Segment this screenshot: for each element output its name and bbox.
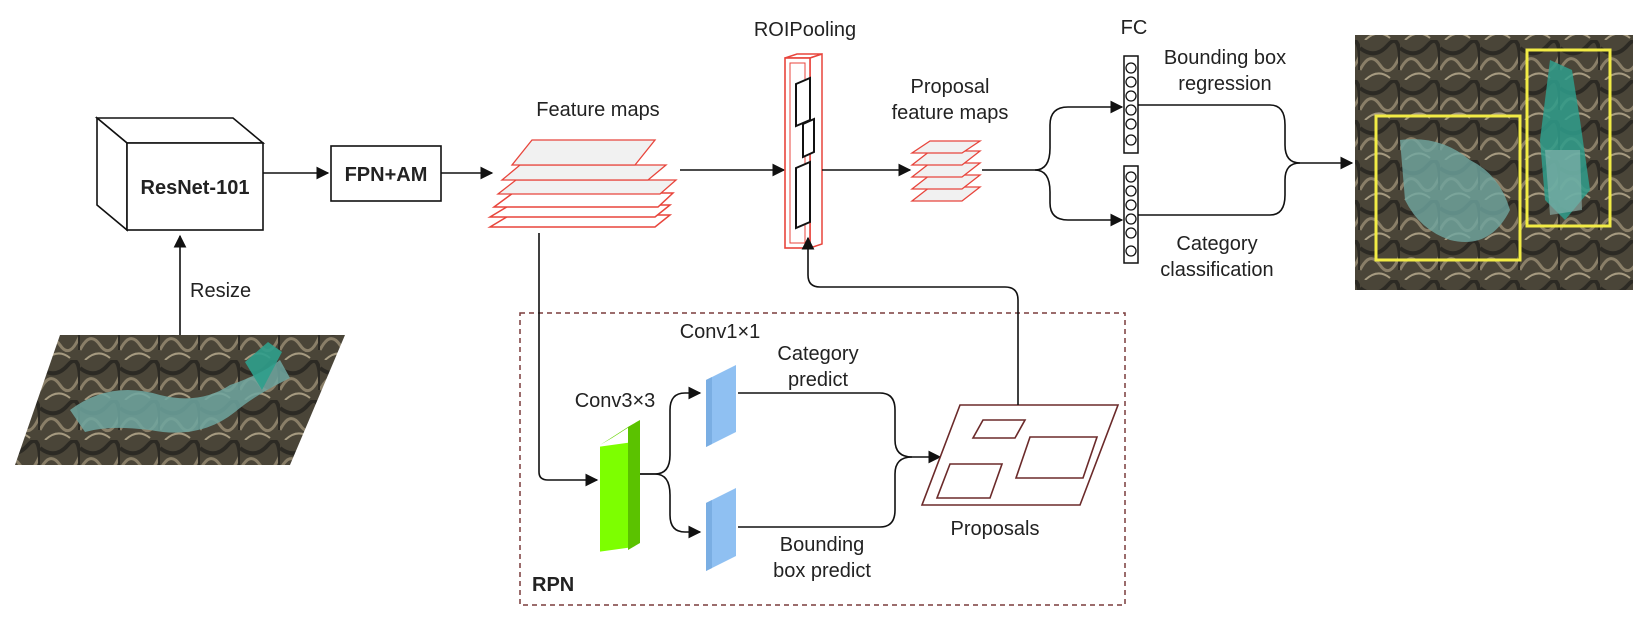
conv1x1-label: Conv1×1 bbox=[680, 321, 761, 343]
proposals-block bbox=[920, 404, 1120, 506]
fc-bottom-out-line bbox=[1138, 162, 1301, 216]
category-classification-label-line1: Category bbox=[1176, 233, 1257, 255]
roi-pooling-label: ROIPooling bbox=[754, 19, 856, 41]
fc-top-out-line bbox=[1138, 104, 1301, 164]
bbox-predict-label-line1: Bounding bbox=[780, 534, 865, 556]
proposals-to-roi-arrow bbox=[801, 236, 1019, 405]
input-satellite-image bbox=[15, 335, 345, 465]
fpn-am-block bbox=[330, 145, 442, 202]
to-conv1x1-top-arrow bbox=[640, 386, 702, 475]
to-fc-top-arrow bbox=[982, 100, 1124, 171]
category-to-proposals-arrow bbox=[738, 392, 942, 464]
rpn-label: RPN bbox=[532, 574, 574, 596]
detection-box-right bbox=[1525, 48, 1612, 228]
conv1x1-bottom-block bbox=[706, 488, 736, 571]
bbox-predict-label-line2: box predict bbox=[773, 560, 871, 582]
category-predict-label-line2: predict bbox=[788, 369, 848, 391]
detection-box-left bbox=[1374, 114, 1522, 262]
bbox-regression-label-line2: regression bbox=[1178, 73, 1271, 95]
resnet-label: ResNet-101 bbox=[141, 177, 250, 199]
to-conv1x1-bottom-arrow bbox=[640, 473, 702, 539]
output-detection-image bbox=[1355, 35, 1633, 290]
fpn-am-label: FPN+AM bbox=[345, 164, 428, 186]
bbox-regression-label-line1: Bounding box bbox=[1164, 47, 1286, 69]
fc-layer-bottom bbox=[1123, 165, 1139, 264]
features-to-conv3x3-arrow bbox=[538, 233, 599, 487]
feature-maps-stack bbox=[487, 139, 678, 228]
conv3x3-block bbox=[600, 420, 640, 552]
to-fc-bottom-arrow bbox=[1034, 169, 1124, 227]
feature-maps-label: Feature maps bbox=[536, 99, 659, 121]
category-predict-label-line1: Category bbox=[777, 343, 858, 365]
roi-pooling-block bbox=[784, 52, 823, 250]
bbox-to-proposals-line bbox=[738, 456, 913, 528]
category-classification-label-line2: classification bbox=[1160, 259, 1273, 281]
proposal-feature-maps-stack bbox=[909, 140, 983, 202]
fc-label: FC bbox=[1121, 17, 1148, 39]
resize-label: Resize bbox=[190, 280, 251, 302]
proposal-fm-label-line1: Proposal bbox=[911, 76, 990, 98]
proposals-label: Proposals bbox=[951, 518, 1040, 540]
rpn-region bbox=[519, 312, 1126, 606]
fc-layer-top bbox=[1123, 55, 1139, 154]
conv3x3-label: Conv3×3 bbox=[575, 390, 656, 412]
resnet-block bbox=[94, 116, 266, 232]
proposal-fm-label-line2: feature maps bbox=[892, 102, 1009, 124]
conv1x1-top-block bbox=[706, 365, 736, 447]
